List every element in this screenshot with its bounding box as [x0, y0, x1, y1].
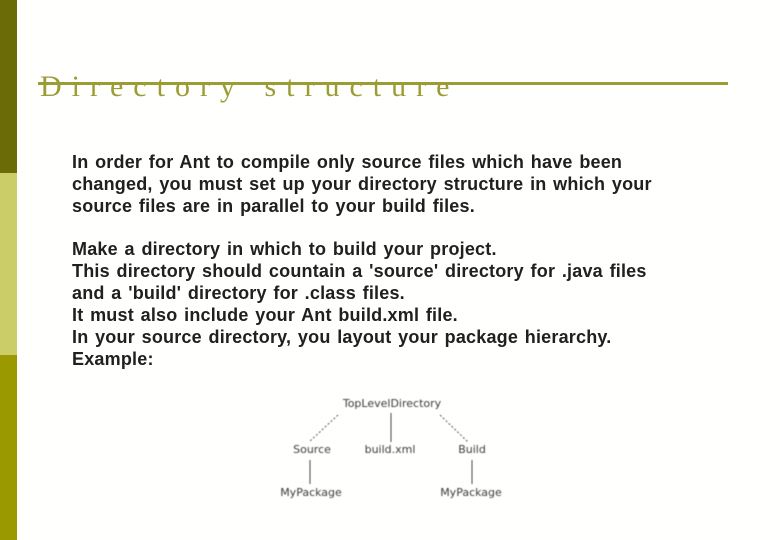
accent-bar-segment-mid: [0, 355, 17, 540]
title-underline: [38, 82, 728, 85]
accent-bar-segment-light: [0, 173, 17, 355]
body-paragraph-intro: In order for Ant to compile only source …: [72, 152, 652, 216]
body-paragraph-instructions: Make a directory in which to build your …: [72, 239, 647, 369]
left-accent-bar: [0, 0, 17, 540]
tree-node-build: Build: [458, 443, 486, 456]
tree-node-build-xml: build.xml: [364, 443, 416, 456]
slide-title: Directory structure: [40, 70, 460, 104]
tree-node-toplevel-directory: TopLevelDirectory: [342, 397, 442, 410]
tree-node-mypackage-build: MyPackage: [440, 486, 502, 499]
directory-tree-diagram: TopLevelDirectory Source build.xml Build…: [278, 396, 518, 506]
tree-node-mypackage-source: MyPackage: [280, 486, 342, 499]
tree-node-source: Source: [293, 443, 331, 456]
accent-bar-segment-dark: [0, 0, 17, 173]
tree-connector-lines: [308, 413, 473, 484]
